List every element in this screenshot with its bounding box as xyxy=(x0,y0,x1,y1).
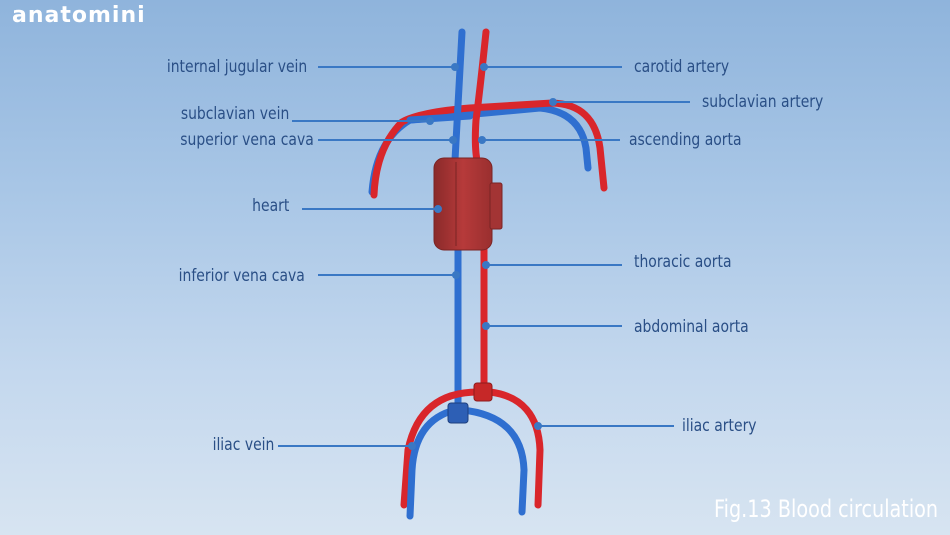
subclavian-vein-front xyxy=(406,112,474,124)
iliac-artery-vessel-right xyxy=(486,388,544,509)
subclavian-artery-vessel xyxy=(370,99,608,199)
label-subclavian-artery: subclavian artery xyxy=(702,92,824,112)
iliac-vein-vessel xyxy=(406,406,459,520)
iliac-vein-vessel-right xyxy=(458,406,528,516)
label-thoracic-aorta: thoracic aorta xyxy=(634,252,732,272)
label-inferior-vena-cava: inferior vena cava xyxy=(178,266,305,286)
venous-confluence xyxy=(447,402,469,424)
heart-organ xyxy=(433,157,503,251)
label-superior-vena-cava: superior vena cava xyxy=(180,130,314,150)
label-iliac-artery: iliac artery xyxy=(682,416,757,436)
arterial-bifurcation xyxy=(473,382,493,402)
label-ascending-aorta: ascending aorta xyxy=(629,130,742,150)
label-abdominal-aorta: abdominal aorta xyxy=(634,317,749,337)
figure-caption: Fig.13 Blood circulation xyxy=(713,495,938,523)
label-carotid-artery: carotid artery xyxy=(634,57,730,77)
carotid-artery-vessel xyxy=(471,28,490,169)
label-subclavian-vein: subclavian vein xyxy=(180,104,289,124)
label-heart: heart xyxy=(251,196,289,216)
brand-logo: anatomini xyxy=(12,3,146,28)
label-internal-jugular-vein: internal jugular vein xyxy=(166,57,307,77)
label-iliac-vein: iliac vein xyxy=(212,435,274,455)
